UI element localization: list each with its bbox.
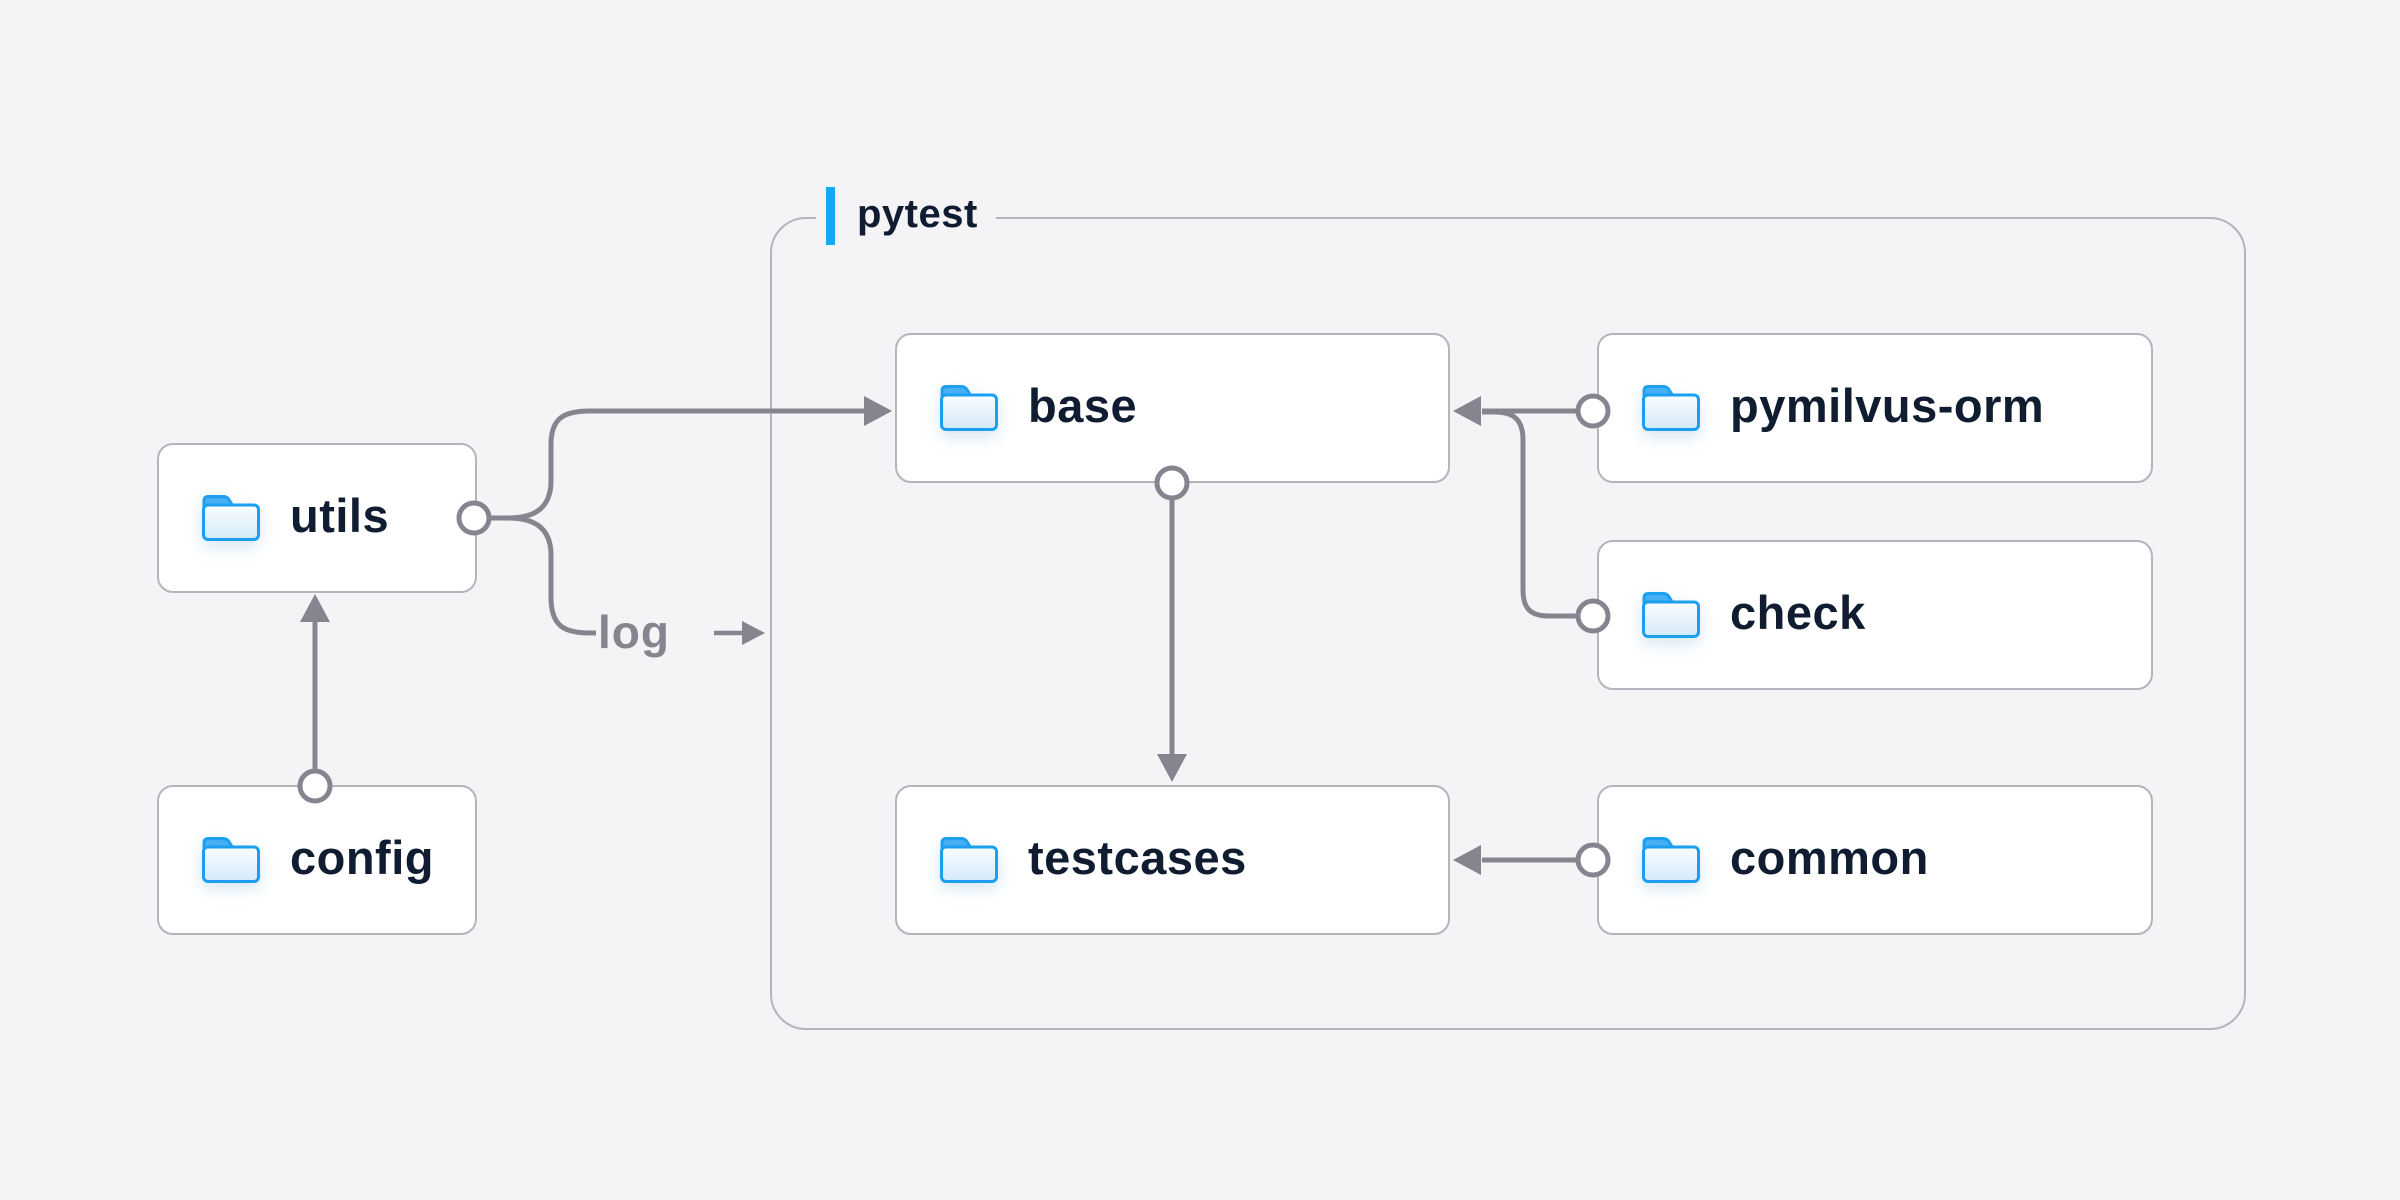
pytest-group-label: pytest — [816, 184, 996, 248]
folder-icon — [1642, 385, 1700, 431]
node-check: check — [1597, 540, 2153, 690]
node-label: base — [1028, 378, 1138, 432]
node-testcases: testcases — [895, 785, 1450, 935]
pytest-group-title: pytest — [857, 192, 978, 236]
node-label: config — [290, 830, 434, 884]
node-label: common — [1730, 830, 1929, 884]
node-label: pymilvus-orm — [1730, 378, 2045, 432]
node-common: common — [1597, 785, 2153, 935]
node-label: testcases — [1028, 830, 1247, 884]
folder-icon — [940, 385, 998, 431]
node-base: base — [895, 333, 1450, 483]
node-utils: utils — [157, 443, 477, 593]
folder-icon — [1642, 837, 1700, 883]
folder-icon — [940, 837, 998, 883]
folder-icon — [202, 495, 260, 541]
folder-icon — [1642, 592, 1700, 638]
node-label: utils — [290, 488, 390, 542]
log-edge-label: log — [598, 606, 670, 658]
accent-bar — [826, 187, 835, 245]
edge-config-to-utils — [300, 594, 330, 771]
node-config: config — [157, 785, 477, 935]
folder-icon — [202, 837, 260, 883]
node-pymilvus-orm: pymilvus-orm — [1597, 333, 2153, 483]
pytest-group-container — [770, 217, 2246, 1030]
node-label: check — [1730, 585, 1866, 639]
